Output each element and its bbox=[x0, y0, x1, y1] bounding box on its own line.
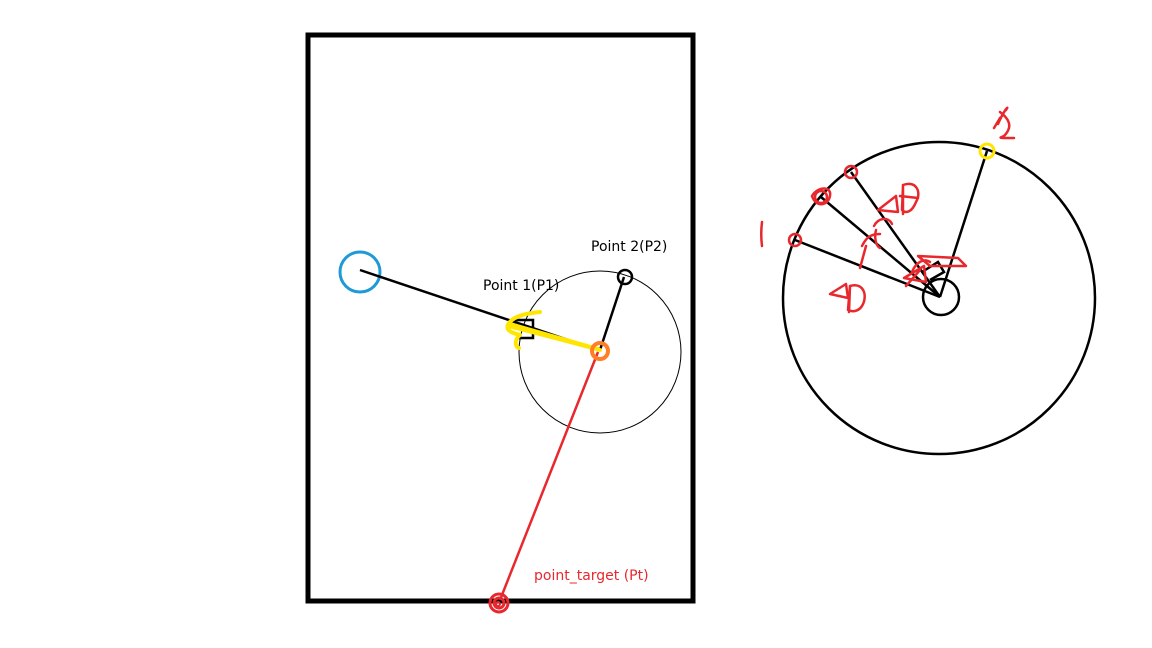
line-p1-to-target bbox=[498, 351, 600, 601]
point2-label: Point 2(P2) bbox=[591, 239, 667, 255]
blue-circle bbox=[338, 250, 382, 294]
right-diagram bbox=[760, 106, 1097, 456]
center-circle bbox=[921, 277, 961, 317]
red-point-marker-low bbox=[787, 232, 803, 248]
red-point-marker-mid bbox=[813, 189, 829, 205]
yellow-line bbox=[508, 322, 600, 351]
red-point-marker-top bbox=[843, 164, 859, 180]
point-target-label: point_target (Pt) bbox=[534, 568, 649, 584]
yellow-point-marker bbox=[978, 142, 996, 160]
rotation-circle bbox=[518, 270, 682, 434]
point1-label: Point 1(P1) bbox=[483, 278, 559, 294]
left-diagram: Point 2(P2) Point 1(P1) point_target (Pt… bbox=[305, 32, 696, 614]
radius-red-low bbox=[794, 238, 941, 299]
point2-marker bbox=[616, 268, 634, 286]
large-circle bbox=[781, 140, 1097, 456]
point1-marker bbox=[590, 341, 610, 361]
red-annotations bbox=[760, 106, 1016, 314]
radius-yellow bbox=[938, 150, 989, 298]
line-p1-to-p2 bbox=[598, 276, 626, 351]
point-target-marker bbox=[488, 592, 510, 614]
field-rectangle bbox=[305, 32, 696, 604]
